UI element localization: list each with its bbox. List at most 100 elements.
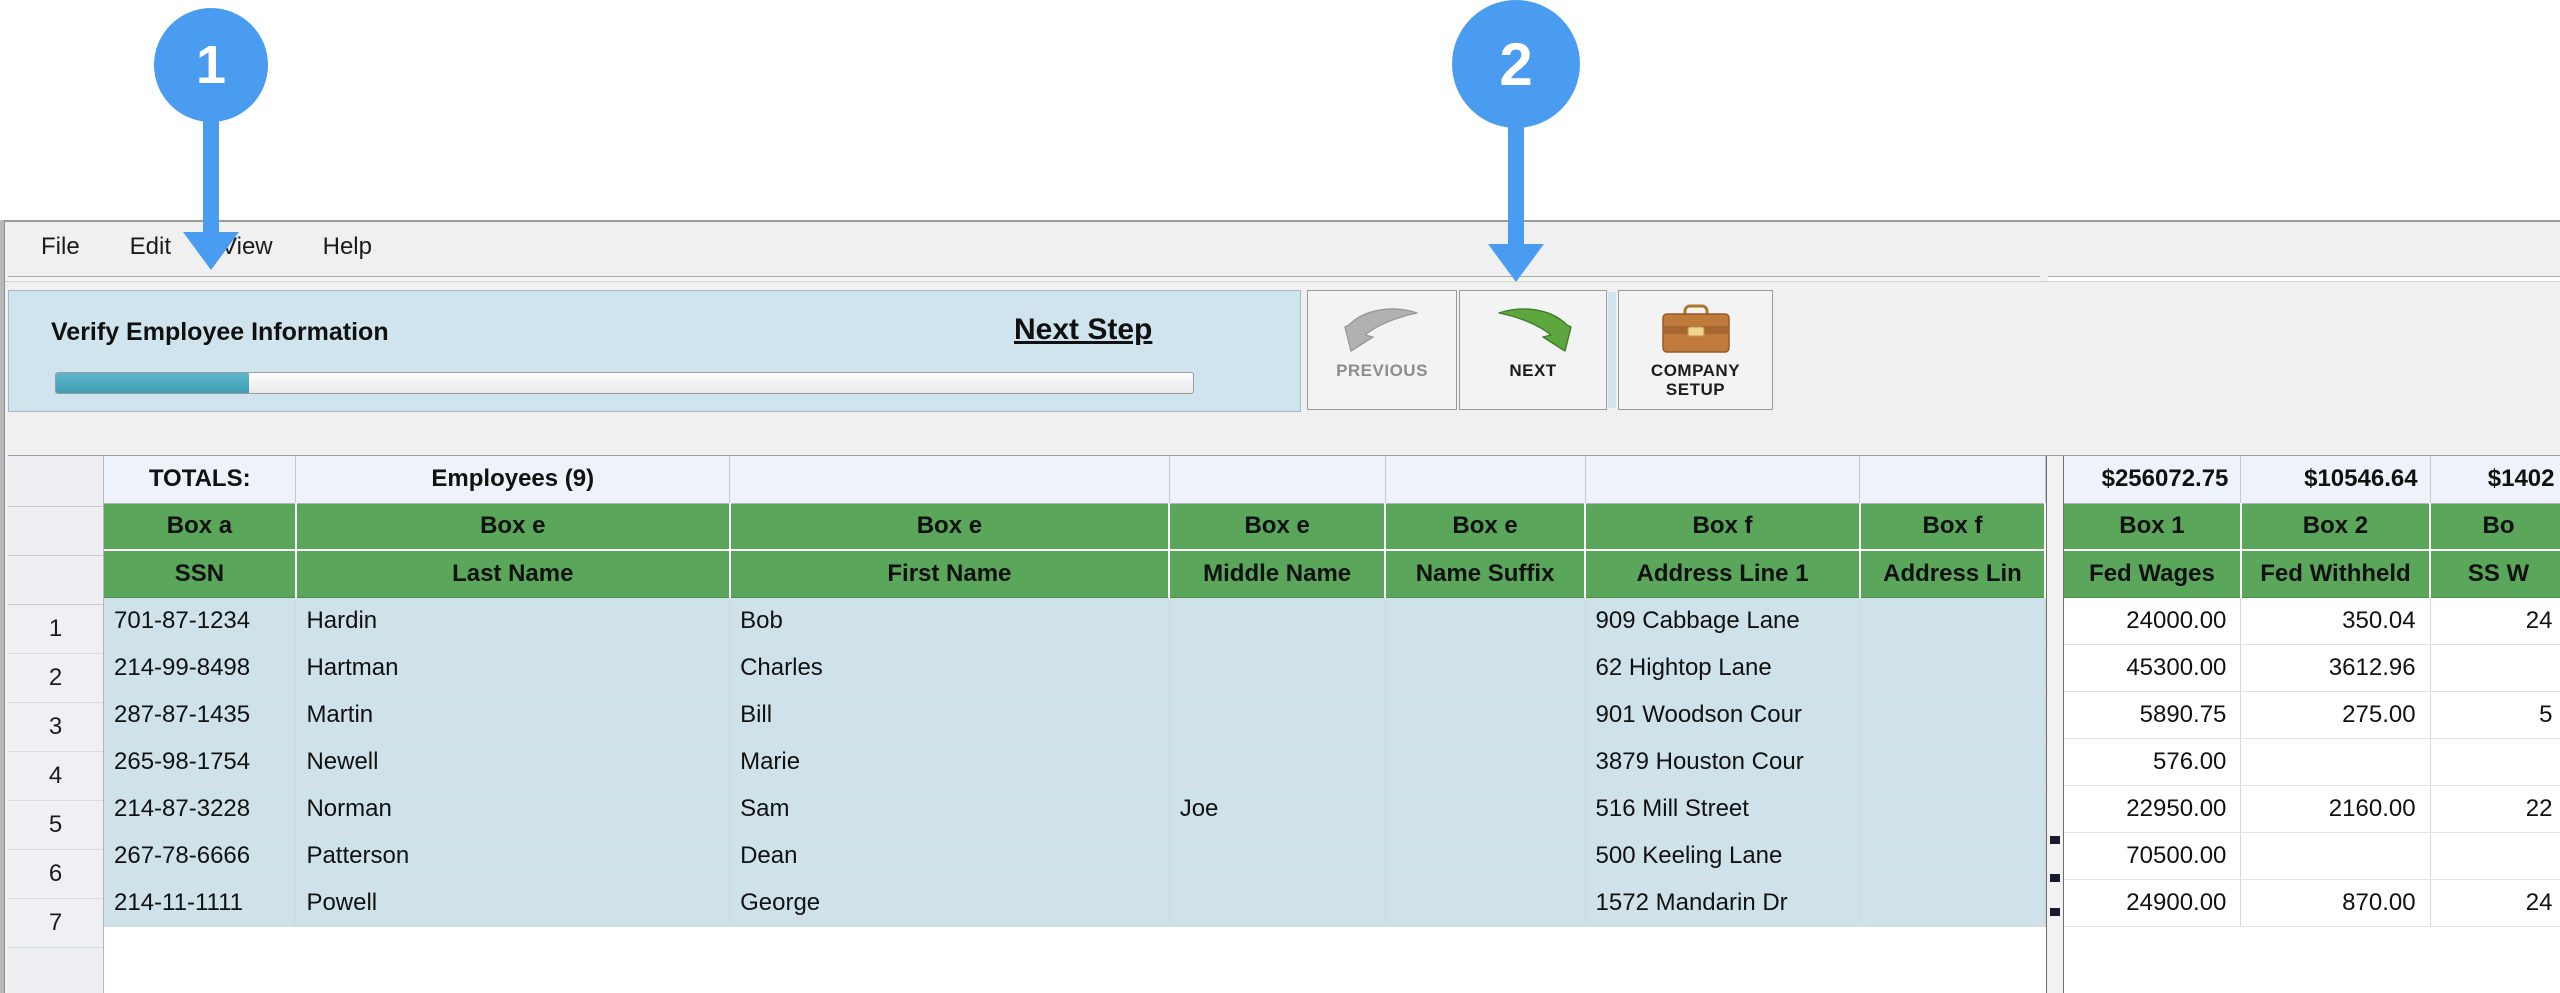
cell-middle[interactable] — [1169, 644, 1386, 692]
cell-fed-wages[interactable]: 24000.00 — [2064, 597, 2242, 645]
cell-ssn[interactable]: 287-87-1435 — [104, 691, 297, 739]
field-header-cell-1[interactable]: Last Name — [295, 550, 731, 598]
field-header-cell-0[interactable]: SSN — [104, 550, 297, 598]
cell-suffix[interactable] — [1385, 597, 1586, 645]
cell-fed-withheld[interactable]: 350.04 — [2240, 597, 2431, 645]
cell-first[interactable]: Sam — [729, 785, 1170, 833]
cell-addr1[interactable]: 3879 Houston Cour — [1585, 738, 1861, 786]
cell-addr1[interactable]: 516 Mill Street — [1585, 785, 1861, 833]
row-number[interactable]: 5 — [8, 801, 103, 850]
box-header-cell-4[interactable]: Box e — [1385, 503, 1587, 551]
cell-addr2[interactable] — [1859, 738, 2046, 786]
box-header-cell-5[interactable]: Box f — [1585, 503, 1861, 551]
box-header-cell-right-2[interactable]: Bo — [2430, 503, 2560, 551]
field-header-cell-right-2[interactable]: SS W — [2430, 550, 2560, 598]
cell-fed-withheld[interactable]: 2160.00 — [2240, 785, 2431, 833]
previous-button[interactable]: PREVIOUS — [1307, 290, 1457, 410]
cell-fed-wages[interactable]: 22950.00 — [2064, 785, 2242, 833]
cell-addr2[interactable] — [1859, 691, 2046, 739]
cell-fed-withheld[interactable]: 870.00 — [2240, 879, 2431, 927]
cell-suffix[interactable] — [1385, 644, 1586, 692]
company-setup-button[interactable]: COMPANY SETUP — [1618, 290, 1773, 410]
cell-ss-wages[interactable] — [2430, 832, 2560, 880]
frozen-pane-splitter[interactable] — [2046, 456, 2064, 993]
cell-suffix[interactable] — [1385, 785, 1586, 833]
cell-last[interactable]: Martin — [295, 691, 731, 739]
cell-middle[interactable] — [1169, 879, 1386, 927]
field-header-cell-4[interactable]: Name Suffix — [1385, 550, 1587, 598]
box-header-cell-right-0[interactable]: Box 1 — [2064, 503, 2242, 551]
cell-ssn[interactable]: 701-87-1234 — [104, 597, 297, 645]
box-header-cell-6[interactable]: Box f — [1859, 503, 2046, 551]
cell-ss-wages[interactable] — [2430, 738, 2560, 786]
field-header-cell-6[interactable]: Address Lin — [1859, 550, 2046, 598]
cell-suffix[interactable] — [1385, 832, 1586, 880]
row-number[interactable]: 2 — [8, 654, 103, 703]
cell-last[interactable]: Hardin — [295, 597, 731, 645]
cell-ssn[interactable]: 267-78-6666 — [104, 832, 297, 880]
cell-ss-wages[interactable] — [2430, 644, 2560, 692]
cell-suffix[interactable] — [1385, 738, 1586, 786]
field-header-cell-5[interactable]: Address Line 1 — [1585, 550, 1861, 598]
cell-suffix[interactable] — [1385, 879, 1586, 927]
cell-first[interactable]: Bob — [729, 597, 1170, 645]
row-number[interactable]: 1 — [8, 605, 103, 654]
cell-addr2[interactable] — [1859, 879, 2046, 927]
cell-addr1[interactable]: 500 Keeling Lane — [1585, 832, 1861, 880]
field-header-cell-3[interactable]: Middle Name — [1169, 550, 1387, 598]
cell-first[interactable]: Dean — [729, 832, 1170, 880]
cell-first[interactable]: George — [729, 879, 1170, 927]
cell-ssn[interactable]: 214-11-1111 — [104, 879, 297, 927]
cell-addr2[interactable] — [1859, 644, 2046, 692]
cell-middle[interactable] — [1169, 597, 1386, 645]
table-row[interactable]: 576.00 — [2064, 738, 2560, 786]
cell-fed-wages[interactable]: 70500.00 — [2064, 832, 2242, 880]
cell-middle[interactable]: Joe — [1169, 785, 1386, 833]
row-number[interactable]: 3 — [8, 703, 103, 752]
cell-addr1[interactable]: 909 Cabbage Lane — [1585, 597, 1861, 645]
cell-fed-wages[interactable]: 576.00 — [2064, 738, 2242, 786]
cell-ssn[interactable]: 214-99-8498 — [104, 644, 297, 692]
cell-ss-wages[interactable]: 22 — [2430, 785, 2560, 833]
box-header-cell-3[interactable]: Box e — [1169, 503, 1387, 551]
cell-last[interactable]: Powell — [295, 879, 731, 927]
field-header-cell-right-1[interactable]: Fed Withheld — [2240, 550, 2432, 598]
cell-fed-withheld[interactable]: 275.00 — [2240, 691, 2431, 739]
cell-fed-wages[interactable]: 5890.75 — [2064, 691, 2242, 739]
field-header-cell-right-0[interactable]: Fed Wages — [2064, 550, 2242, 598]
cell-last[interactable]: Hartman — [295, 644, 731, 692]
cell-ss-wages[interactable]: 24 — [2430, 597, 2560, 645]
cell-fed-withheld[interactable] — [2240, 832, 2431, 880]
cell-fed-wages[interactable]: 45300.00 — [2064, 644, 2242, 692]
cell-ssn[interactable]: 214-87-3228 — [104, 785, 297, 833]
menu-item-file[interactable]: File — [41, 233, 80, 260]
next-step-link[interactable]: Next Step — [1014, 313, 1153, 346]
box-header-cell-right-1[interactable]: Box 2 — [2240, 503, 2432, 551]
cell-addr2[interactable] — [1859, 785, 2046, 833]
box-header-cell-2[interactable]: Box e — [729, 503, 1171, 551]
cell-ss-wages[interactable]: 5 — [2430, 691, 2560, 739]
table-row[interactable]: 70500.00 — [2064, 832, 2560, 880]
cell-fed-wages[interactable]: 24900.00 — [2064, 879, 2242, 927]
cell-ssn[interactable]: 265-98-1754 — [104, 738, 297, 786]
cell-fed-withheld[interactable]: 3612.96 — [2240, 644, 2431, 692]
menu-item-help[interactable]: Help — [322, 233, 372, 260]
cell-middle[interactable] — [1169, 738, 1386, 786]
cell-suffix[interactable] — [1385, 691, 1586, 739]
cell-addr1[interactable]: 62 Hightop Lane — [1585, 644, 1861, 692]
cell-addr1[interactable]: 901 Woodson Cour — [1585, 691, 1861, 739]
